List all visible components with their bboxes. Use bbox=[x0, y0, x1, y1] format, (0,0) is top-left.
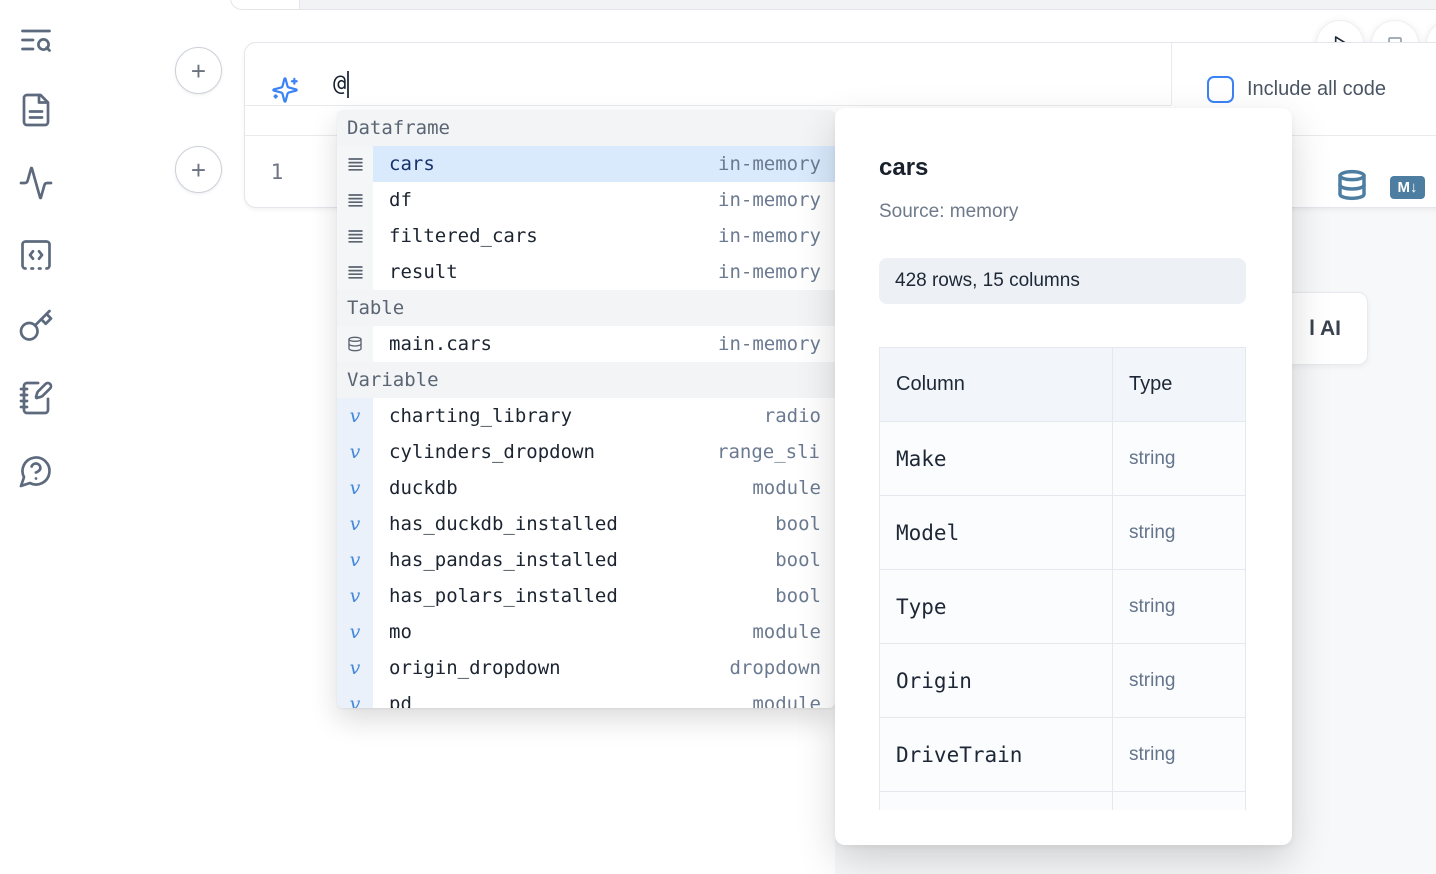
add-cell-button-bottom[interactable]: + bbox=[175, 146, 222, 193]
dataframe-preview-tooltip: cars Source: memory 428 rows, 15 columns… bbox=[835, 108, 1292, 845]
add-cell-button-top[interactable]: + bbox=[175, 47, 222, 94]
preview-title: cars bbox=[879, 154, 929, 181]
variable-icon: v bbox=[337, 686, 373, 708]
schema-row-model: Model string bbox=[879, 496, 1246, 570]
prompt-divider bbox=[1171, 43, 1172, 105]
schema-header-column: Column bbox=[896, 373, 965, 395]
schema-row-origin: Origin string bbox=[879, 644, 1246, 718]
schema-row-make: Make string bbox=[879, 422, 1246, 496]
variable-icon: v bbox=[337, 434, 373, 470]
line-number: 1 bbox=[270, 160, 284, 184]
text-search-icon[interactable] bbox=[18, 22, 54, 58]
dataframe-icon bbox=[337, 254, 373, 290]
include-all-code-label[interactable]: Include all code bbox=[1247, 77, 1386, 100]
markdown-icon[interactable]: M↓ bbox=[1390, 176, 1425, 199]
preview-schema-table: Column Type Make string Model string Typ… bbox=[879, 347, 1246, 810]
previous-cell-code-area bbox=[299, 0, 1436, 9]
ai-prompt-value: @ bbox=[333, 71, 347, 97]
variable-icon: v bbox=[337, 578, 373, 614]
key-icon[interactable] bbox=[18, 308, 54, 344]
schema-header-row: Column Type bbox=[879, 348, 1246, 422]
dataframe-icon bbox=[337, 182, 373, 218]
prompt-bottom-border bbox=[245, 105, 1171, 106]
section-header-variable: Variable bbox=[337, 362, 835, 398]
dataframe-icon bbox=[337, 218, 373, 254]
previous-cell-fragment bbox=[230, 0, 1436, 10]
schema-row-drivetrain: DriveTrain string bbox=[879, 718, 1246, 792]
file-document-icon[interactable] bbox=[18, 92, 54, 128]
variable-icon: v bbox=[337, 542, 373, 578]
schema-header-type: Type bbox=[1129, 373, 1173, 395]
schema-row-type: Type string bbox=[879, 570, 1246, 644]
sparkles-icon bbox=[271, 76, 299, 104]
activity-icon[interactable] bbox=[18, 165, 54, 201]
variable-icon: v bbox=[337, 470, 373, 506]
variable-icon: v bbox=[337, 398, 373, 434]
variable-icon: v bbox=[337, 650, 373, 686]
text-cursor bbox=[347, 71, 350, 98]
preview-shape-badge: 428 rows, 15 columns bbox=[879, 258, 1246, 304]
include-all-code-checkbox[interactable] bbox=[1207, 75, 1234, 103]
help-chat-icon[interactable] bbox=[18, 453, 54, 489]
database-icon bbox=[337, 326, 373, 362]
schema-row-partial bbox=[879, 792, 1246, 810]
code-block-icon[interactable] bbox=[18, 237, 54, 273]
preview-source: Source: memory bbox=[879, 201, 1019, 222]
variable-icon: v bbox=[337, 506, 373, 542]
dataframe-icon bbox=[337, 146, 373, 182]
section-header-table: Table bbox=[337, 290, 835, 326]
section-header-dataframe: Dataframe bbox=[337, 110, 835, 146]
include-all-code-control: Include all code bbox=[1207, 43, 1386, 135]
ai-prompt-input[interactable]: @ bbox=[333, 71, 350, 98]
database-action-icon[interactable] bbox=[1336, 169, 1368, 201]
variable-icon: v bbox=[337, 614, 373, 650]
notebook-pen-icon[interactable] bbox=[18, 380, 54, 416]
